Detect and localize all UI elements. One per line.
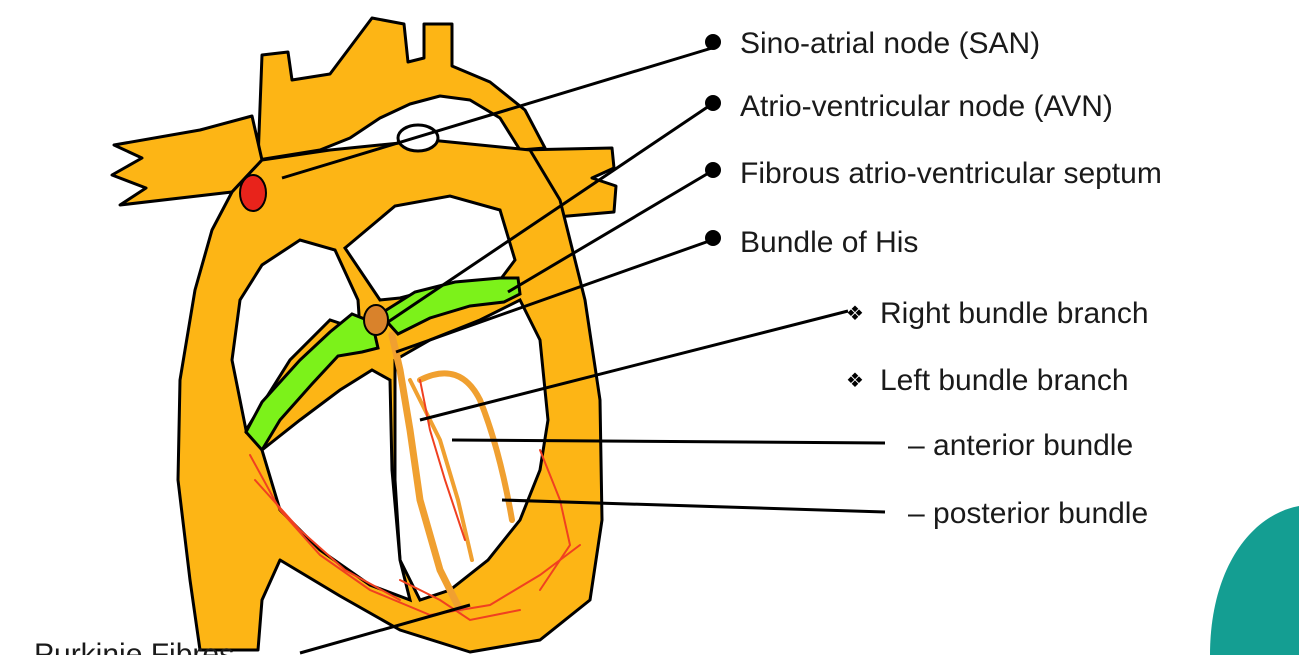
diamond-bullet-left: ❖ [846, 368, 864, 392]
label-anterior: – anterior bundle [908, 429, 1133, 462]
bullet-his [705, 230, 721, 246]
label-avn: Atrio-ventricular node (AVN) [740, 90, 1113, 123]
sa-node [240, 175, 266, 211]
label-posterior: – posterior bundle [908, 497, 1148, 530]
diamond-bullet-right: ❖ [846, 301, 864, 325]
label-his: Bundle of His [740, 226, 918, 259]
av-node [364, 305, 388, 335]
label-septum: Fibrous atrio-ventricular septum [740, 157, 1162, 190]
teal-accent-shape [1210, 506, 1299, 655]
label-left-branch: Left bundle branch [880, 364, 1129, 397]
label-purkinje: Purkinje Fibres [34, 638, 234, 655]
label-right-branch: Right bundle branch [880, 297, 1149, 330]
bullet-san [705, 34, 721, 50]
bullet-septum [705, 162, 721, 178]
label-san: Sino-atrial node (SAN) [740, 27, 1040, 60]
bullets: ❖ ❖ [705, 34, 864, 392]
bullet-avn [705, 95, 721, 111]
